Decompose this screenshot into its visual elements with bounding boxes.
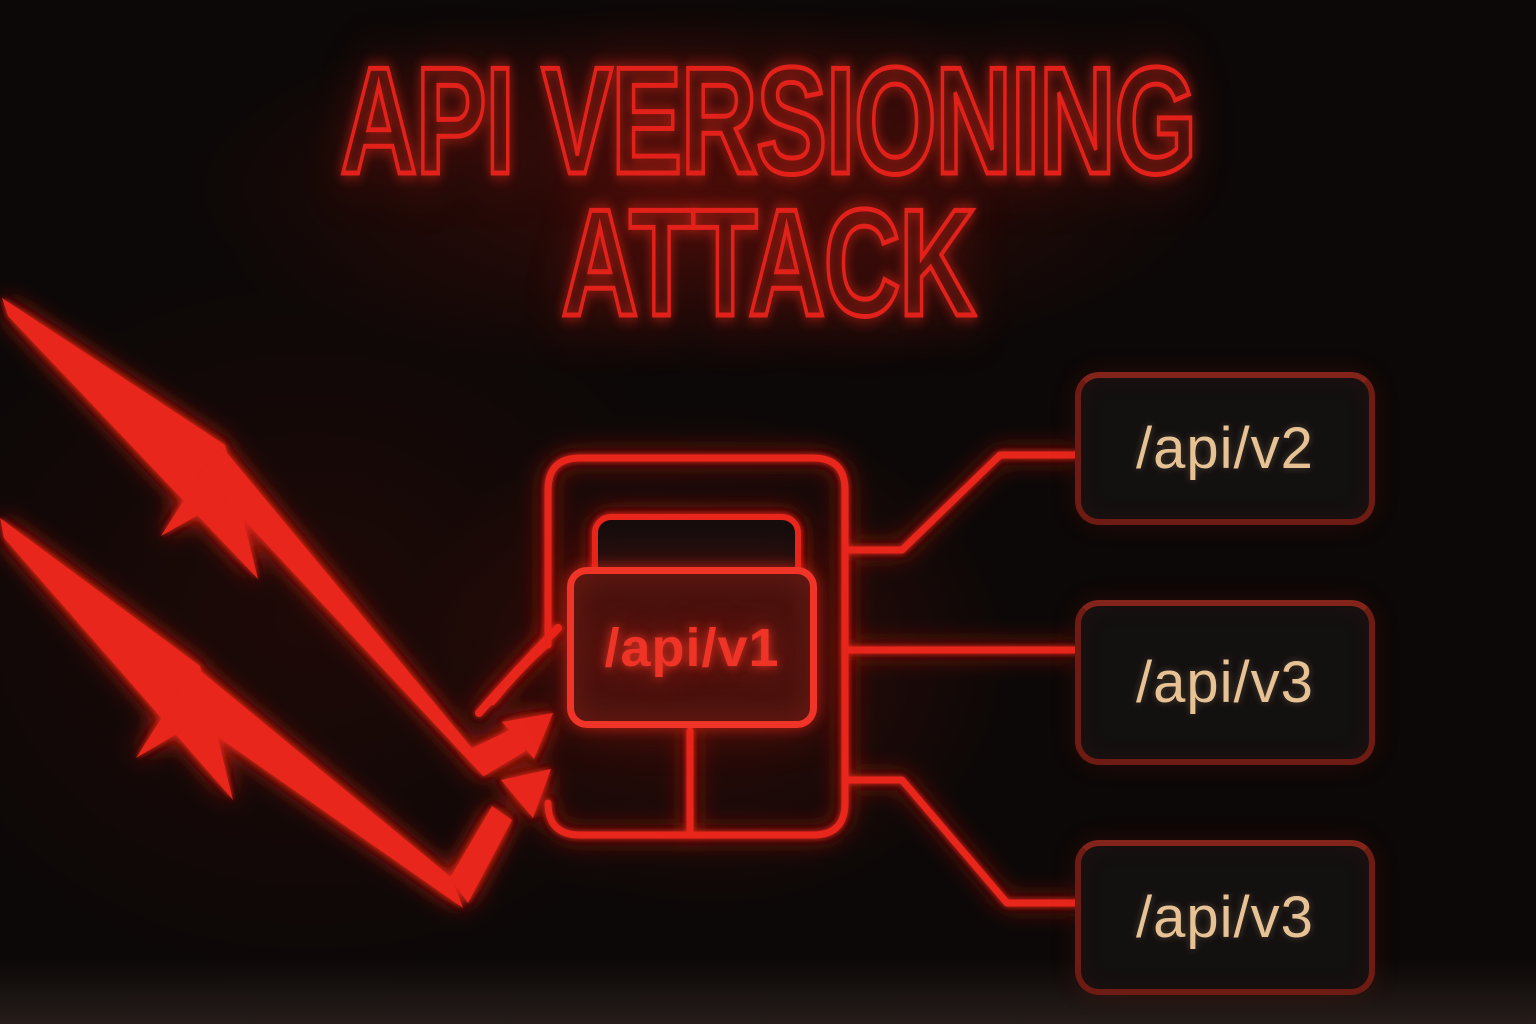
page-title: API VERSIONING ATTACK <box>0 36 1536 348</box>
lightning-bolt-icon-lower <box>0 518 551 908</box>
gateway-box-outline <box>544 454 849 839</box>
target-node-label: /api/v3 <box>1136 650 1314 715</box>
source-node-api-v1: /api/v1 <box>567 567 817 728</box>
target-node-label: /api/v2 <box>1136 416 1314 481</box>
connector-line-1 <box>841 451 1079 554</box>
source-node-label: /api/v1 <box>604 617 780 678</box>
title-line-1: API VERSIONING <box>339 36 1199 206</box>
connector-line-3 <box>841 776 1082 907</box>
lightning-bolt-icon-upper <box>2 298 553 777</box>
impact-arrowhead-icon-upper <box>502 713 553 759</box>
title-line-2: ATTACK <box>560 178 978 348</box>
target-node-api-v2: /api/v2 <box>1075 372 1375 525</box>
target-node-label: /api/v3 <box>1136 885 1314 950</box>
impact-arrowhead-icon-lower <box>501 769 551 818</box>
target-node-api-v3-b: /api/v3 <box>1075 840 1375 995</box>
gateway-box-deflected-edge <box>488 639 552 706</box>
target-node-api-v3-a: /api/v3 <box>1075 600 1375 765</box>
